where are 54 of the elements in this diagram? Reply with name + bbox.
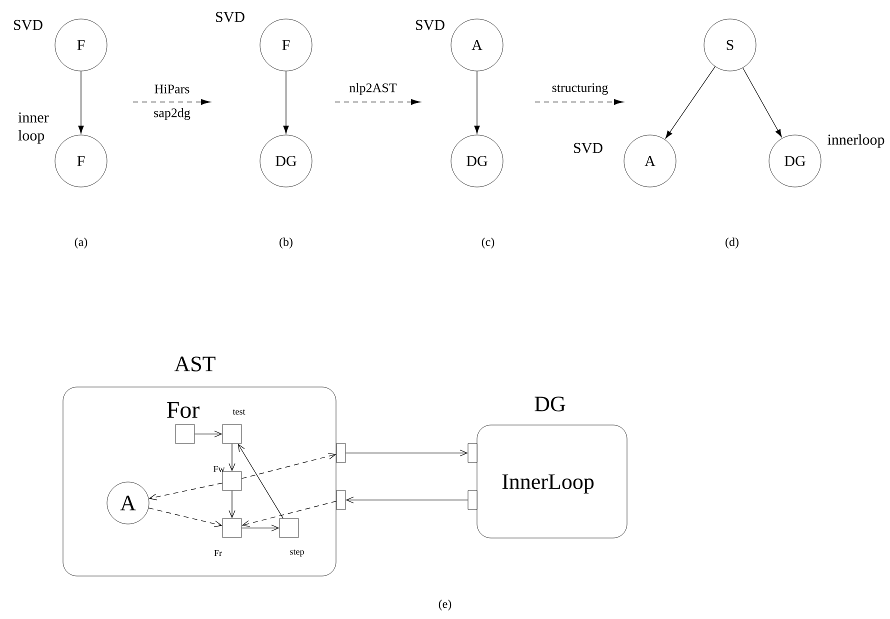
arrow (148, 508, 222, 528)
panel-label: (c) (482, 238, 494, 248)
arrow (346, 496, 468, 504)
node-label: innerloop (828, 134, 884, 148)
node-label: Fr (214, 550, 222, 556)
port-box (336, 443, 346, 463)
arrow-label: HiPars (154, 84, 190, 94)
arrow (283, 70, 289, 134)
node-label: SVD (416, 20, 444, 30)
panel-label: (a) (74, 238, 88, 248)
panel-label: (e) (438, 600, 452, 610)
circle-node: F (54, 134, 108, 188)
circle-node: F (54, 18, 108, 72)
node-label: SVD (14, 20, 42, 30)
circle-node: F (260, 18, 312, 72)
arrow (194, 430, 222, 438)
arrow-label: sap2dg (154, 108, 190, 120)
box-heading: DG (534, 396, 566, 412)
arrow (238, 444, 284, 519)
node-label: inner loop (18, 112, 49, 144)
arrow (742, 68, 782, 138)
panel-label: (b) (280, 238, 292, 248)
node-label: Fw (214, 466, 225, 472)
circle-node: DG (260, 134, 312, 188)
arrow (242, 500, 337, 527)
port-box (468, 490, 478, 510)
box-heading: AST (174, 356, 216, 372)
arrow (148, 482, 223, 500)
box-text: For (167, 402, 200, 418)
circle-node: DG (450, 134, 504, 188)
box-text: InnerLoop (502, 474, 594, 494)
port-box (336, 490, 346, 510)
port-box (468, 443, 478, 463)
circle-node: A (450, 18, 504, 72)
circle-node: A (106, 482, 150, 524)
arrow (665, 66, 716, 139)
arrow (241, 452, 336, 479)
node-label: SVD (216, 12, 244, 22)
circle-node: S (704, 18, 756, 72)
node-label: SVD (574, 142, 602, 154)
arrow (345, 450, 468, 456)
arrow-label: structuring (552, 83, 608, 95)
arrow (241, 524, 280, 532)
arrow (78, 70, 84, 134)
arrow (474, 70, 480, 134)
small-box (175, 424, 195, 444)
circle-node: DG (768, 134, 822, 188)
arrow-label: nlp2AST (349, 83, 397, 95)
arrow (228, 443, 236, 472)
node-label: test (232, 409, 246, 415)
node-label: step (290, 550, 304, 556)
circle-node: A (624, 134, 676, 188)
panel-label: (d) (726, 238, 738, 248)
arrow (228, 490, 236, 518)
